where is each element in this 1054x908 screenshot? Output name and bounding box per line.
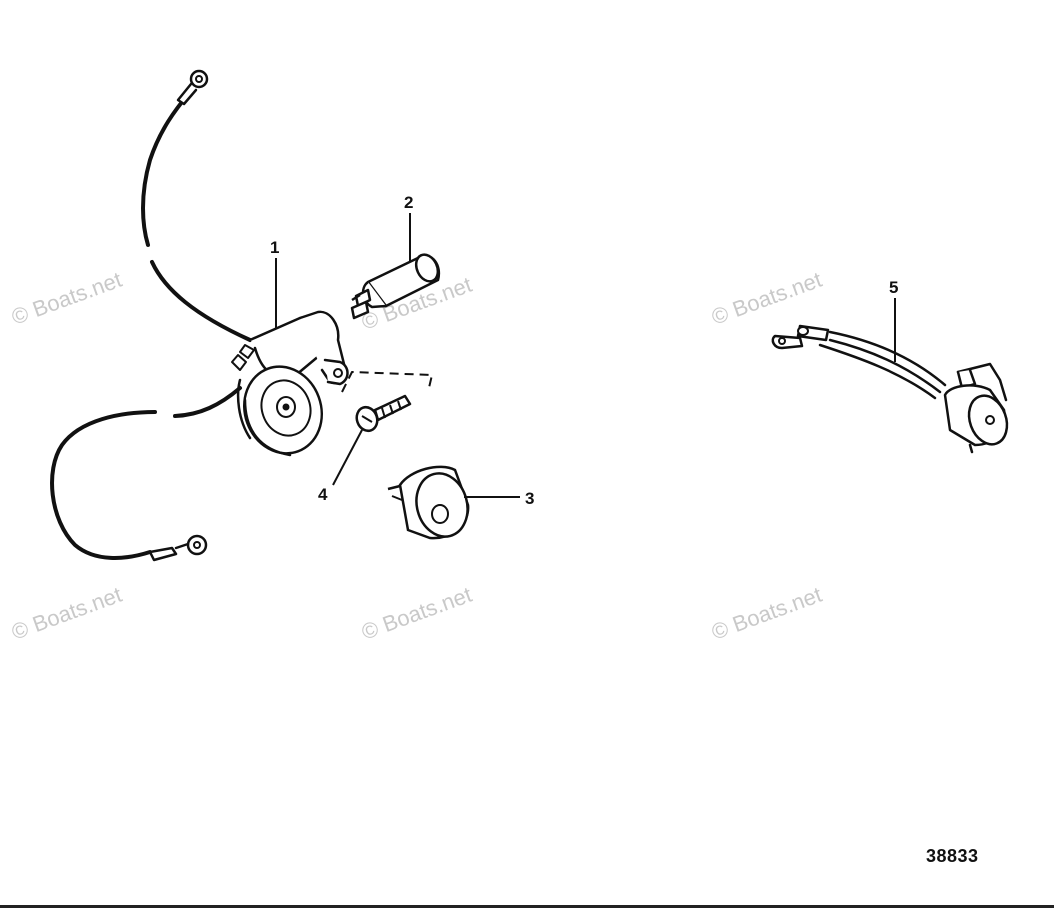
callout-4: 4 xyxy=(318,485,328,504)
leader-4 xyxy=(332,429,363,486)
bottom-border xyxy=(0,905,1054,908)
figure-number: 38833 xyxy=(926,846,979,866)
callout-labels: 1 2 3 4 5 xyxy=(270,193,898,508)
watermarks: © Boats.net © Boats.net © Boats.net © Bo… xyxy=(8,267,825,645)
coil-body xyxy=(231,310,349,457)
callout-3: 3 xyxy=(525,489,534,508)
watermark: © Boats.net xyxy=(8,582,125,645)
part-2-capacitor xyxy=(350,253,441,320)
watermark: © Boats.net xyxy=(8,267,125,330)
wire-terminals xyxy=(771,324,830,350)
ring-terminal-upper xyxy=(176,69,209,106)
watermark: © Boats.net xyxy=(708,267,825,330)
callout-2: 2 xyxy=(404,193,413,212)
part-1-coil-assembly xyxy=(50,69,349,562)
part-5-coil-harness xyxy=(771,324,1009,454)
watermark: © Boats.net xyxy=(708,582,825,645)
watermark: © Boats.net xyxy=(358,582,475,645)
ring-terminal-lower xyxy=(148,534,208,562)
callout-1: 1 xyxy=(270,238,279,257)
callout-5: 5 xyxy=(889,278,898,297)
leader-lines xyxy=(275,213,896,498)
part-4-screw xyxy=(341,371,433,433)
part-3-cap xyxy=(387,465,470,540)
